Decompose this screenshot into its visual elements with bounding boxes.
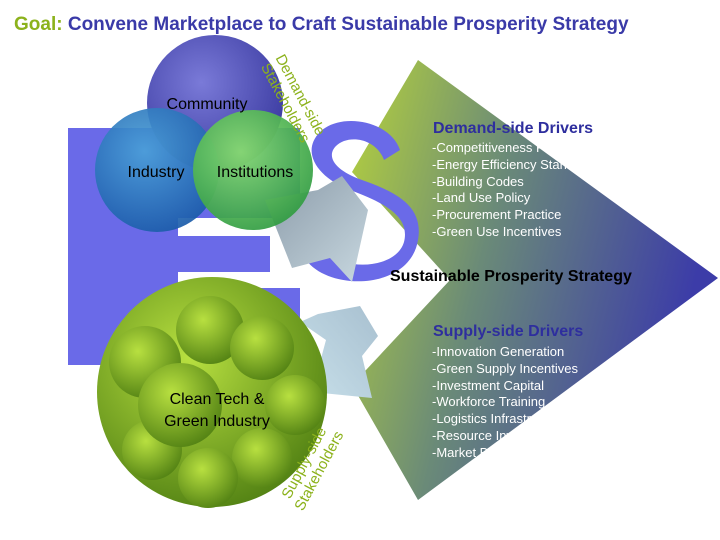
cluster-ball (230, 316, 294, 380)
list-item: -Energy Efficiency Standards (432, 156, 600, 172)
list-item: -Market Bridges (432, 444, 524, 460)
list-item: -Competitiveness Factors (432, 140, 580, 155)
supply-drivers-heading: Supply-side Drivers (433, 323, 584, 340)
cluster-label-line2: Green Industry (164, 413, 270, 430)
cluster-ball (232, 428, 292, 488)
supply-drivers-list: -Innovation Generation -Green Supply Inc… (432, 344, 578, 462)
cluster-ball (138, 363, 222, 447)
demand-drivers-list: -Competitiveness Factors -Energy Efficie… (432, 140, 599, 241)
list-item: -Workforce Training (432, 394, 546, 410)
page-title: Goal: Convene Marketplace to Craft Susta… (14, 14, 629, 36)
list-item: -Logistics Infrastructure (432, 411, 568, 427)
list-item: -Resource Investment (432, 427, 560, 443)
list-item: -Land Use Policy (432, 190, 531, 206)
cluster-ball (265, 375, 325, 435)
institutions-label: Institutions (217, 164, 293, 181)
goal-label: Goal: (14, 14, 63, 35)
list-item: -Investment Capital (432, 377, 544, 393)
industry-circle (95, 108, 219, 232)
goal-text: Convene Marketplace to Craft Sustainable… (67, 14, 629, 35)
strategy-label: Sustainable Prosperity Strategy (390, 268, 632, 285)
cluster-ball (176, 296, 244, 364)
list-item: -Innovation Generation (432, 344, 565, 359)
community-label: Community (167, 96, 248, 113)
list-item: -Green Supply Incentives (432, 360, 578, 376)
list-item: -Procurement Practice (432, 207, 562, 223)
strategy-diamond (352, 60, 718, 500)
institutions-circle (193, 110, 313, 230)
list-item: -Green Use Incentives (432, 223, 562, 239)
cluster-label-line1: Clean Tech & (170, 391, 265, 408)
letter-s-shape (306, 120, 419, 282)
industry-label: Industry (128, 164, 185, 181)
list-item: -Building Codes (432, 173, 524, 189)
cluster-ball (178, 448, 238, 508)
demand-drivers-heading: Demand-side Drivers (433, 120, 594, 137)
